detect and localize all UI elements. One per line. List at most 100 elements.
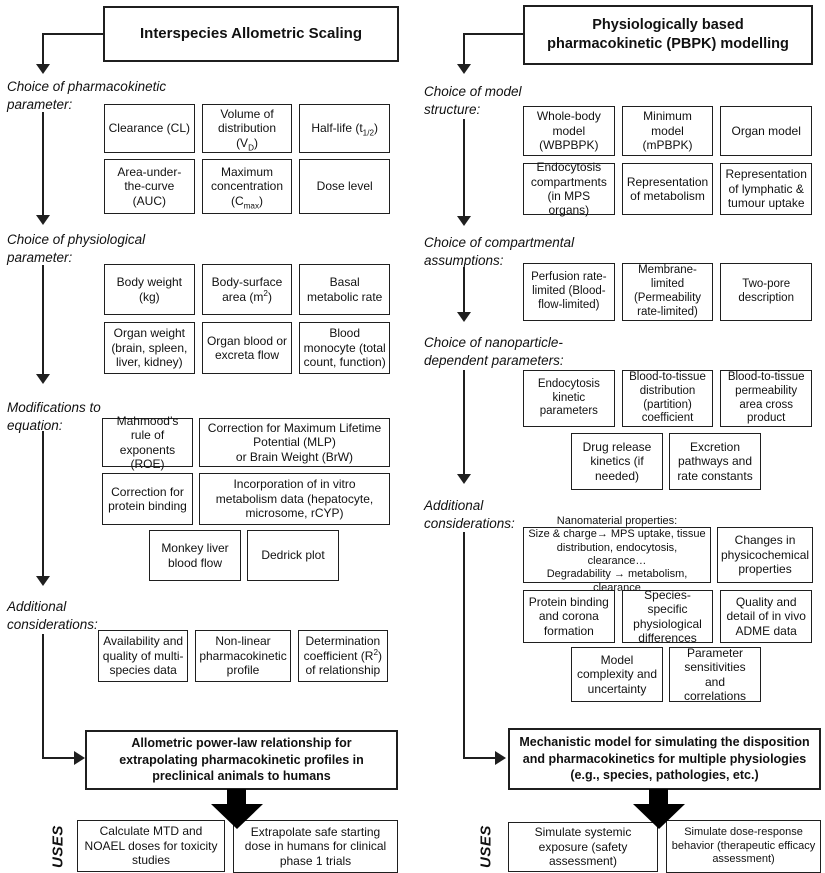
use-box-dose-response: Simulate dose-response behavior (therape… (666, 820, 821, 873)
arrow-down-icon (457, 64, 471, 74)
outcome-box-right: Mechanistic model for simulating the dis… (508, 728, 821, 790)
use-box-mtd-noael: Calculate MTD and NOAEL doses for toxici… (77, 820, 225, 872)
arrow-down-icon (36, 215, 50, 225)
outcome-box-left: Allometric power-law relationship for ex… (85, 730, 398, 790)
arrow-down-icon (457, 216, 471, 226)
box-model-complexity: Model complexity and uncertainty (571, 647, 663, 702)
left-title-box: Interspecies Allometric Scaling (103, 6, 399, 62)
left-row-mod-1: Mahmood’s rule of exponents (ROE) Correc… (102, 414, 390, 471)
right-title: Physiologically based pharmacokinetic (P… (547, 17, 789, 52)
box-parameter-sensitivities: Parameter sensitivities and correlations (669, 646, 761, 703)
right-row-nano-1: Endocytosis kinetic parameters Blood-to-… (523, 370, 813, 427)
connector-line (463, 757, 497, 759)
right-row-compartmental: Perfusion rate-limited (Blood-flow-limit… (523, 263, 813, 321)
right-row-model-2: Endocytosis compartments (in MPS organs)… (523, 160, 813, 217)
left-section-label-modifications: Modifications to equation: (7, 400, 101, 433)
box-mlp-brw-correction: Correction for Maximum Lifetime Potentia… (199, 418, 390, 467)
box-nonlinear-pk: Non-linear pharmacokinetic profile (195, 630, 291, 682)
right-row-add-2: Protein binding and corona formation Spe… (523, 588, 813, 645)
left-row-mod-3: Monkey liver blood flow Dedrick plot (149, 530, 339, 581)
box-cmax: Maximum concentration (Cmax) (201, 159, 293, 214)
box-minimum-model: Minimum model (mPBPK) (621, 106, 714, 156)
connector-line (463, 532, 465, 758)
connector-line (42, 757, 76, 759)
box-dedrick-plot: Dedrick plot (247, 530, 339, 581)
box-membrane-limited: Membrane-limited (Permeability rate-limi… (621, 263, 714, 321)
box-body-weight: Body weight (kg) (104, 264, 195, 315)
thick-arrow-stem (649, 789, 668, 805)
box-blood-monocyte: Blood monocyte (total count, function) (299, 322, 391, 374)
box-dose-level: Dose level (299, 159, 391, 214)
use-box-systemic-exposure: Simulate systemic exposure (safety asses… (508, 822, 658, 872)
box-auc: Area-under-the-curve (AUC) (104, 159, 195, 214)
box-permeability-area: Blood-to-tissue permeability area cross … (720, 370, 813, 427)
uses-label-left: USES (49, 825, 67, 868)
arrow-down-icon (36, 576, 50, 586)
arrow-right-icon (74, 751, 85, 765)
thick-down-arrow-icon (211, 804, 263, 829)
connector-line (464, 33, 523, 35)
left-row-pk-2: Area-under-the-curve (AUC) Maximum conce… (104, 159, 391, 214)
connector-line (42, 112, 44, 217)
right-section-label-compartmental: Choice of compartmental assumptions: (424, 235, 575, 268)
right-row-nano-2: Drug release kinetics (if needed) Excret… (571, 433, 761, 490)
left-section-label-physiological: Choice of physiological parameter: (7, 232, 146, 265)
left-title: Interspecies Allometric Scaling (139, 25, 363, 43)
connector-line (42, 33, 44, 66)
connector-line (42, 431, 44, 578)
box-monkey-liver-blood-flow: Monkey liver blood flow (149, 530, 241, 581)
connector-line (463, 119, 465, 218)
box-endocytosis-compartments: Endocytosis compartments (in MPS organs) (523, 160, 615, 217)
box-body-surface-area: Body-surface area (m2) (201, 264, 293, 315)
right-section-label-nanoparticle: Choice of nanoparticle-dependent paramet… (424, 335, 564, 368)
box-endocytosis-kinetics: Endocytosis kinetic parameters (523, 370, 615, 427)
box-organ-model: Organ model (720, 106, 813, 156)
connector-line (42, 634, 44, 759)
box-volume-of-distribution: Volume of distribution (VD) (201, 104, 293, 153)
thick-arrow-stem (227, 789, 246, 805)
arrow-down-icon (457, 474, 471, 484)
box-protein-binding-correction: Correction for protein binding (102, 473, 193, 525)
box-basal-metabolic-rate: Basal metabolic rate (299, 264, 391, 315)
arrow-right-icon (495, 751, 506, 765)
uses-label-right: USES (477, 825, 495, 868)
connector-line (463, 33, 465, 66)
connector-line (42, 265, 44, 376)
box-nanomaterial-properties: Nanomaterial properties:Size & charge→ M… (523, 515, 711, 594)
right-row-add-1: Nanomaterial properties:Size & charge→ M… (523, 515, 814, 594)
box-excretion-pathways: Excretion pathways and rate constants (669, 433, 761, 490)
left-row-mod-2: Correction for protein binding Incorpora… (102, 473, 390, 525)
left-row-additional: Availability and quality of multi-specie… (98, 630, 388, 682)
right-section-label-additional: Additional considerations: (424, 498, 515, 531)
connector-line (463, 370, 465, 476)
box-adme-data-quality: Quality and detail of in vivo ADME data (720, 590, 813, 643)
box-protein-corona: Protein binding and corona formation (523, 590, 615, 643)
box-physicochemical-changes: Changes in physicochemical properties (717, 527, 814, 583)
box-determination-coefficient: Determination coefficient (R2) of relati… (297, 630, 388, 682)
left-row-phys-1: Body weight (kg) Body-surface area (m2) … (104, 264, 391, 315)
box-partition-coefficient: Blood-to-tissue distribution (partition)… (621, 370, 714, 427)
left-row-pk-1: Clearance (CL) Volume of distribution (V… (104, 104, 391, 153)
outcome-right-text: Mechanistic model for simulating the dis… (519, 735, 810, 783)
box-mahmood-roe: Mahmood’s rule of exponents (ROE) (102, 414, 193, 471)
box-drug-release-kinetics: Drug release kinetics (if needed) (571, 433, 663, 490)
left-section-label-pharmacokinetic: Choice of pharmacokinetic parameter: (7, 79, 167, 112)
box-two-pore: Two-pore description (720, 263, 813, 321)
box-species-differences: Species-specific physiological differenc… (621, 588, 714, 645)
right-row-model-1: Whole-body model (WBPBPK) Minimum model … (523, 106, 813, 156)
thick-down-arrow-icon (633, 804, 685, 829)
box-perfusion-rate-limited: Perfusion rate-limited (Blood-flow-limit… (523, 263, 615, 321)
outcome-left-text: Allometric power-law relationship for ex… (119, 736, 364, 784)
left-section-label-additional: Additional considerations: (7, 599, 98, 632)
box-clearance: Clearance (CL) (104, 104, 195, 153)
arrow-down-icon (36, 64, 50, 74)
right-section-label-model-structure: Choice of model structure: (424, 84, 522, 117)
box-lymphatic-tumour-uptake: Representation of lymphatic & tumour upt… (720, 163, 813, 215)
connector-line (43, 33, 103, 35)
box-whole-body-model: Whole-body model (WBPBPK) (523, 106, 615, 156)
box-half-life: Half-life (t1/2) (299, 104, 391, 153)
left-row-phys-2: Organ weight (brain, spleen, liver, kidn… (104, 322, 391, 374)
box-multispecies-data: Availability and quality of multi-specie… (98, 630, 189, 682)
arrow-down-icon (457, 312, 471, 322)
